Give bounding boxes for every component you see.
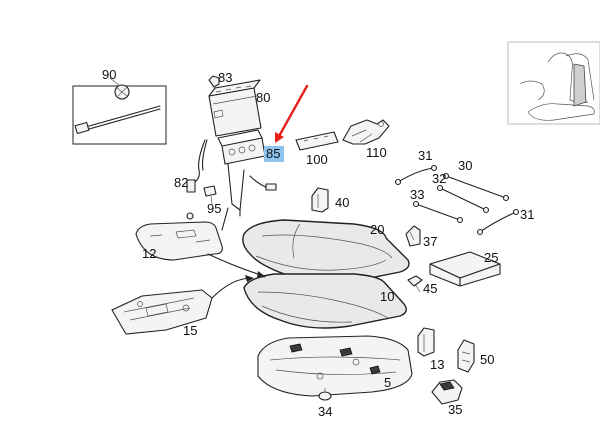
part-95-fastener[interactable] xyxy=(203,185,217,205)
label-12[interactable]: 12 xyxy=(142,246,156,261)
part-110-bracket[interactable] xyxy=(342,119,390,145)
label-5[interactable]: 5 xyxy=(384,375,391,390)
seat-overview-thumbnail xyxy=(507,41,600,125)
label-25[interactable]: 25 xyxy=(484,250,498,265)
label-31-upper[interactable]: 31 xyxy=(418,148,432,163)
part-10-seat-cushion[interactable] xyxy=(243,273,407,329)
part-12-side-cover[interactable] xyxy=(135,212,223,261)
part-100-trim-piece[interactable] xyxy=(295,131,339,151)
label-80[interactable]: 80 xyxy=(256,90,270,105)
label-45[interactable]: 45 xyxy=(423,281,437,296)
part-90-rod-assembly[interactable] xyxy=(72,77,167,145)
label-15[interactable]: 15 xyxy=(183,323,197,338)
part-5-seat-frame[interactable] xyxy=(257,335,413,397)
label-31-lower[interactable]: 31 xyxy=(520,207,534,222)
part-83-clip[interactable] xyxy=(208,75,220,88)
part-31-cable-lower[interactable] xyxy=(476,208,520,236)
label-50[interactable]: 50 xyxy=(480,352,494,367)
label-32[interactable]: 32 xyxy=(432,171,446,186)
part-31-cable-upper[interactable] xyxy=(394,164,438,186)
label-40[interactable]: 40 xyxy=(335,195,349,210)
part-25-pad-block[interactable] xyxy=(429,251,501,287)
part-20-seat-cover[interactable] xyxy=(242,219,410,283)
part-33-cable[interactable] xyxy=(412,200,464,224)
label-85[interactable]: 85 xyxy=(266,146,280,161)
label-37[interactable]: 37 xyxy=(423,234,437,249)
part-50-bracket[interactable] xyxy=(457,339,475,373)
label-13[interactable]: 13 xyxy=(430,357,444,372)
part-35-actuator[interactable] xyxy=(431,379,463,405)
label-90[interactable]: 90 xyxy=(102,67,116,82)
label-34[interactable]: 34 xyxy=(318,404,332,419)
label-10[interactable]: 10 xyxy=(380,289,394,304)
part-45-screw[interactable] xyxy=(407,275,423,293)
part-30-cable[interactable] xyxy=(442,172,510,202)
highlight-arrow xyxy=(275,84,309,143)
part-32-cable[interactable] xyxy=(436,184,490,214)
part-37-latch[interactable] xyxy=(405,225,421,247)
label-83[interactable]: 83 xyxy=(218,70,232,85)
part-34-nut[interactable] xyxy=(318,388,332,401)
label-30[interactable]: 30 xyxy=(458,158,472,173)
part-82-cable-bracket[interactable] xyxy=(186,139,277,217)
label-35[interactable]: 35 xyxy=(448,402,462,417)
label-82[interactable]: 82 xyxy=(174,175,188,190)
assembly-arrows xyxy=(207,207,266,299)
part-labels: 90 83 80 85 100 110 82 95 40 20 12 37 25… xyxy=(102,67,534,419)
label-95[interactable]: 95 xyxy=(207,201,221,216)
part-13-clip[interactable] xyxy=(417,327,435,357)
label-33[interactable]: 33 xyxy=(410,187,424,202)
part-85-highlight xyxy=(264,146,284,162)
part-15-base-plate[interactable] xyxy=(111,289,213,335)
label-20[interactable]: 20 xyxy=(370,222,384,237)
label-110[interactable]: 110 xyxy=(366,145,387,160)
part-85-switch-panel[interactable] xyxy=(217,129,266,165)
part-80-control-unit[interactable] xyxy=(208,79,262,137)
part-40-clip[interactable] xyxy=(311,187,329,213)
label-100[interactable]: 100 xyxy=(306,152,328,167)
